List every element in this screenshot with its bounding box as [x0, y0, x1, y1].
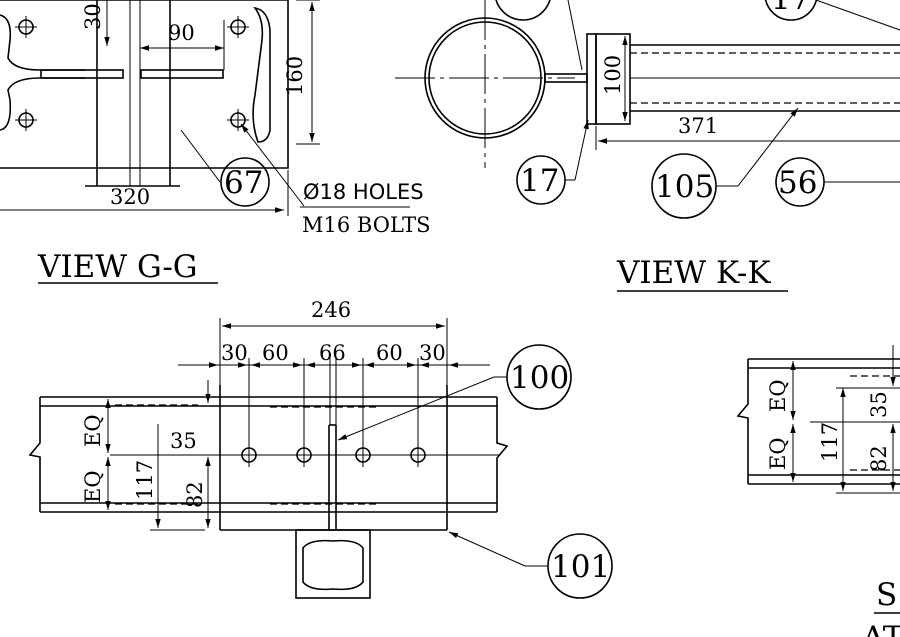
- splice-break-right: [496, 397, 509, 512]
- splice-callout-101-label: 101: [551, 549, 610, 585]
- view-g-plate-outline: [0, 0, 289, 169]
- splice-dim-35: 35: [170, 429, 197, 453]
- view-g-g: 30 90 160 320 67 Ø18 HOLES M16 BOLTS VIE…: [0, 0, 431, 285]
- view-k-callout-56-label: 56: [778, 165, 817, 201]
- splice-break-left: [28, 397, 41, 512]
- splice-dim-117: 117: [133, 460, 157, 500]
- view-k-end-plate: [586, 33, 597, 125]
- splice-dim-60-left: 60: [262, 341, 289, 365]
- splice-bolt-holes: [241, 443, 426, 467]
- view-k-callout-17-label: 17: [520, 163, 559, 199]
- view-k-title: VIEW K-K: [616, 255, 771, 291]
- right-partial-detail: EQ EQ 117 35 82 S AT: [736, 345, 900, 637]
- view-k-callout-17-top: [764, 0, 818, 21]
- right-dim-117: 117: [818, 422, 842, 462]
- view-g-dim-160: 160: [283, 56, 307, 96]
- view-g-flange-left: [0, 14, 85, 71]
- right-dim-eq-bottom: EQ: [766, 437, 790, 470]
- view-g-callout-67-label: 67: [224, 165, 263, 201]
- splice-dim-30-right: 30: [419, 341, 446, 365]
- right-title2-fragment: AT: [861, 620, 900, 637]
- view-g-note-bolts: M16 BOLTS: [302, 213, 431, 237]
- view-k-callout-partial: [495, 0, 551, 21]
- splice-detail: 246 30 60 66 60 30 EQ EQ 117 35: [28, 298, 613, 599]
- view-g-dim-30: 30: [81, 3, 105, 30]
- splice-dim-66: 66: [319, 341, 346, 365]
- view-g-flange-right: [252, 6, 271, 143]
- splice-dim-eq-top: EQ: [81, 414, 105, 447]
- view-k-dim-371: 371: [678, 114, 718, 138]
- view-g-callout-67: [220, 157, 270, 207]
- splice-bracket: [295, 529, 371, 599]
- view-g-note-holes: Ø18 HOLES: [303, 180, 424, 204]
- splice-dim-82: 82: [183, 481, 207, 508]
- view-g-dim-320: 320: [110, 185, 150, 209]
- right-title-fragment: S: [876, 577, 897, 613]
- splice-dim-30-left: 30: [221, 341, 248, 365]
- right-dim-35: 35: [867, 391, 891, 418]
- splice-callout-100-label: 100: [510, 360, 569, 396]
- right-partial-break: [736, 359, 749, 484]
- right-dim-eq-top: EQ: [766, 379, 790, 412]
- splice-dim-60-right: 60: [376, 341, 403, 365]
- splice-dim-eq-bottom: EQ: [81, 470, 105, 503]
- view-k-callout-17-top-label: 17: [771, 0, 810, 17]
- view-k-dim-100: 100: [601, 55, 625, 95]
- right-dim-82: 82: [867, 445, 891, 472]
- splice-dim-246: 246: [311, 298, 351, 322]
- view-g-bolt-holes: [15, 16, 249, 131]
- view-g-title: VIEW G-G: [37, 249, 198, 285]
- view-g-dim-90: 90: [168, 21, 195, 45]
- view-k-callout-105-label: 105: [655, 169, 714, 205]
- view-k-k: 100 371 17 17 105 56 VIEW K-K: [395, 0, 900, 292]
